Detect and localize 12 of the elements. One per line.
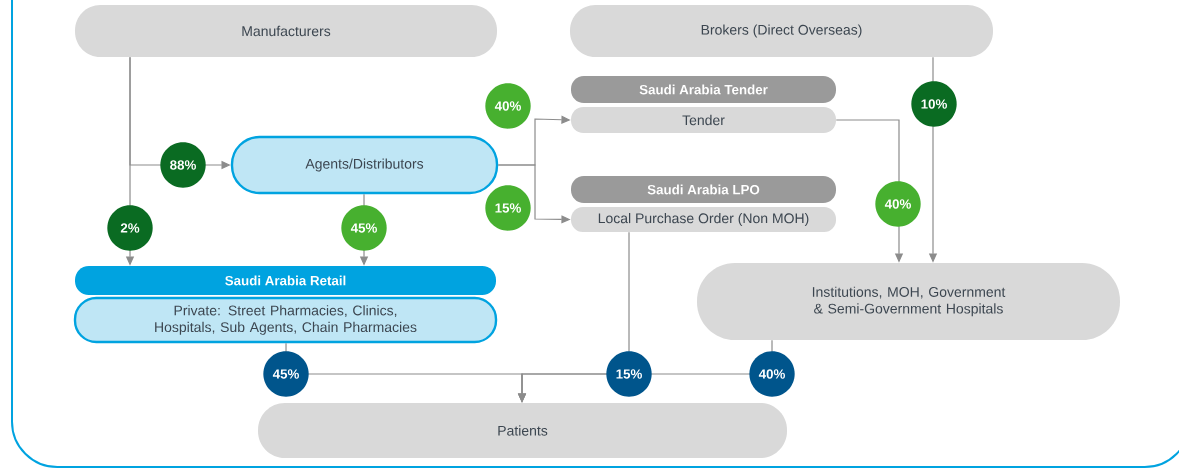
header-bar: Saudi Arabia Tender <box>571 76 836 103</box>
rounded-box: Tender <box>571 107 836 133</box>
rounded-box: Local Purchase Order (Non MOH) <box>571 207 836 232</box>
rounded-box: Manufacturers <box>75 5 497 57</box>
node-label: Saudi Arabia Retail <box>225 275 346 286</box>
rounded-box: Agents/Distributors <box>230 135 499 195</box>
rounded-box: Private: Street Pharmacies, Clinics, Hospitals, Sub Agents, Chain Pharmacies <box>73 296 498 344</box>
rounded-box: Institutions, MOH, Government & Semi-Government Hospitals <box>697 263 1120 340</box>
header-bar: Saudi Arabia LPO <box>571 176 836 203</box>
rounded-box: Brokers (Direct Overseas) <box>570 5 993 57</box>
header-bar: Saudi Arabia Retail <box>75 266 496 295</box>
rounded-box: Patients <box>258 403 787 458</box>
